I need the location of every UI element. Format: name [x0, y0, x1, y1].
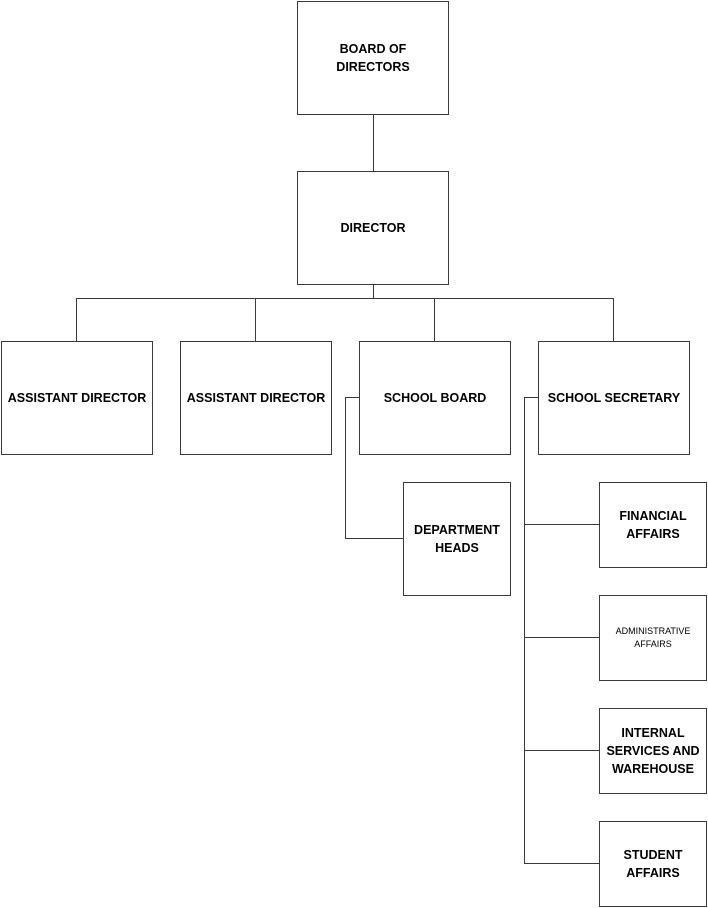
node-label: ASSISTANT DIRECTOR [7, 391, 147, 405]
connector-to-administrative-affairs [524, 637, 599, 638]
connector-to-student-affairs [524, 863, 599, 864]
node-administrative-affairs: ADMINISTRATIVE AFFAIRS [599, 595, 707, 681]
node-label: BOARD OF DIRECTORS [336, 42, 410, 74]
connector-to-department-heads [345, 538, 403, 539]
node-student-affairs: STUDENT AFFAIRS [599, 821, 707, 907]
node-internal-services-and-warehouse: INTERNAL SERVICES AND WAREHOUSE [599, 708, 707, 794]
node-school-board: SCHOOL BOARD [359, 341, 511, 455]
connector-to-school-board [434, 298, 435, 341]
node-label: STUDENT AFFAIRS [623, 848, 683, 880]
connector-secretary-stub [524, 397, 538, 398]
node-label: ASSISTANT DIRECTOR [186, 391, 326, 405]
connector-top-bus [76, 298, 614, 299]
connector-to-school-secretary [613, 298, 614, 341]
node-assistant-director-1: ASSISTANT DIRECTOR [1, 341, 153, 455]
node-label: SCHOOL BOARD [383, 391, 487, 405]
node-director: DIRECTOR [297, 171, 449, 285]
node-school-secretary: SCHOOL SECRETARY [538, 341, 690, 455]
connector-board-director [373, 114, 374, 171]
connector-school-board-stub [345, 397, 359, 398]
connector-secretary-spine [524, 397, 525, 864]
node-assistant-director-2: ASSISTANT DIRECTOR [180, 341, 332, 455]
node-label: DIRECTOR [340, 221, 406, 235]
connector-director-down [373, 284, 374, 298]
connector-to-financial-affairs [524, 524, 599, 525]
node-label: ADMINISTRATIVE AFFAIRS [615, 626, 691, 649]
connector-to-assistant-1 [76, 298, 77, 341]
connector-to-internal-services [524, 750, 599, 751]
node-board-of-directors: BOARD OF DIRECTORS [297, 1, 449, 115]
node-label: DEPARTMENT HEADS [414, 523, 500, 555]
node-department-heads: DEPARTMENT HEADS [403, 482, 511, 596]
node-financial-affairs: FINANCIAL AFFAIRS [599, 482, 707, 568]
connector-school-board-vertical [345, 397, 346, 539]
node-label: FINANCIAL AFFAIRS [619, 509, 687, 541]
connector-to-assistant-2 [255, 298, 256, 341]
node-label: SCHOOL SECRETARY [547, 391, 681, 405]
node-label: INTERNAL SERVICES AND WAREHOUSE [606, 726, 700, 776]
